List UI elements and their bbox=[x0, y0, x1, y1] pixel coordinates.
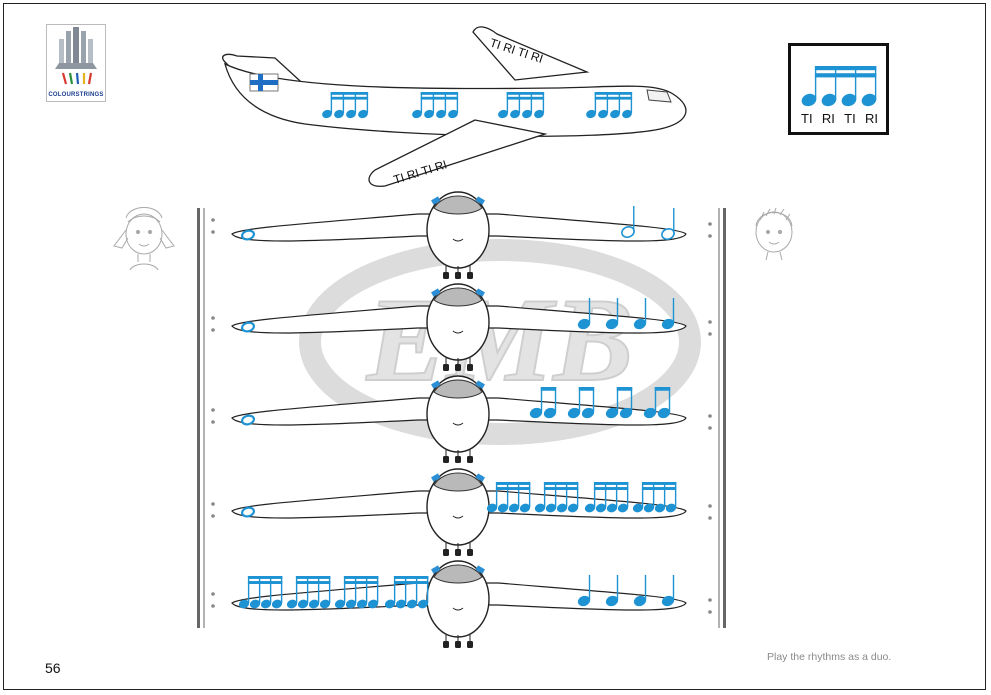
sixteenth-note-group bbox=[238, 576, 283, 609]
airplane-windshield bbox=[433, 379, 483, 399]
boy-face-icon bbox=[755, 207, 793, 261]
quarter-note bbox=[633, 298, 647, 330]
eighth-note-pair bbox=[605, 387, 633, 419]
half-note bbox=[661, 208, 675, 240]
sixteenth-note-group bbox=[534, 482, 579, 513]
sixteenth-note-group bbox=[286, 576, 331, 609]
page-frame bbox=[3, 3, 986, 690]
airplane-wheel bbox=[455, 641, 461, 648]
sixteenth-note-group bbox=[334, 576, 379, 609]
airplane-wheel bbox=[455, 272, 461, 279]
colourstrings-logo: COLOURSTRINGS bbox=[46, 24, 106, 102]
airplane-wheel bbox=[455, 456, 461, 463]
eighth-note-pair bbox=[567, 387, 595, 419]
sixteenth-note-group bbox=[486, 482, 531, 513]
airplane-wheel bbox=[443, 641, 449, 648]
airplane-wheel bbox=[443, 456, 449, 463]
whole-note bbox=[241, 414, 255, 426]
airplane-wheel bbox=[467, 456, 473, 463]
quarter-note bbox=[605, 298, 619, 330]
eighth-note-pair bbox=[643, 387, 671, 419]
sixteenth-note-group bbox=[586, 92, 633, 119]
whole-note bbox=[241, 229, 255, 241]
girl-face-icon bbox=[113, 207, 175, 271]
half-note bbox=[621, 206, 635, 238]
sixteenth-note-group bbox=[584, 482, 629, 513]
quarter-note bbox=[633, 575, 647, 607]
whole-note bbox=[241, 321, 255, 333]
airplane-windshield bbox=[433, 472, 483, 492]
rhythm-legend-box: TI RI TI RI bbox=[788, 43, 889, 135]
quarter-note bbox=[661, 575, 675, 607]
right-repeat-barline bbox=[708, 208, 726, 628]
airplane-wheel bbox=[443, 549, 449, 556]
big-airplane: TI RI TI RI TI RI TI RI bbox=[222, 26, 687, 187]
small-airplane bbox=[231, 375, 687, 463]
airplane-wheel bbox=[443, 272, 449, 279]
airplane-wheel bbox=[467, 364, 473, 371]
legend-sixteenth-notes bbox=[801, 66, 877, 107]
logo-graphic bbox=[55, 27, 97, 85]
left-repeat-barline bbox=[197, 208, 215, 628]
sixteenth-note-group bbox=[412, 92, 459, 119]
legend-syllable: TI bbox=[801, 111, 813, 126]
legend-syllable: RI bbox=[821, 111, 835, 126]
logo-label: COLOURSTRINGS bbox=[48, 92, 104, 98]
whole-note bbox=[241, 506, 255, 518]
airplane-wheel bbox=[455, 549, 461, 556]
legend-syllable: TI bbox=[844, 111, 856, 126]
legend-syllables: TI RI TI RI bbox=[801, 111, 878, 126]
finnish-flag-icon bbox=[249, 73, 279, 92]
sixteenth-note-group bbox=[322, 92, 369, 119]
small-airplane bbox=[231, 283, 687, 371]
small-airplane bbox=[231, 191, 687, 279]
quarter-note bbox=[605, 575, 619, 607]
airplane-wheel bbox=[455, 364, 461, 371]
airplane-wheel bbox=[467, 272, 473, 279]
sixteenth-note-group bbox=[498, 92, 545, 119]
airplane-windshield bbox=[433, 195, 483, 215]
quarter-note bbox=[661, 298, 675, 330]
small-airplane bbox=[231, 560, 687, 648]
emb-watermark: EMB bbox=[299, 239, 701, 445]
big-plane-sixteenth-notes bbox=[322, 92, 633, 119]
airplane-wheel bbox=[467, 641, 473, 648]
eighth-note-pair bbox=[529, 387, 557, 419]
sixteenth-note-group bbox=[632, 482, 677, 513]
airplane-wheel bbox=[467, 549, 473, 556]
legend-syllable: RI bbox=[864, 111, 878, 126]
airplane-windshield bbox=[433, 564, 483, 584]
sixteenth-note-group bbox=[384, 576, 429, 609]
sixteenth-note-group bbox=[801, 66, 877, 107]
quarter-note bbox=[577, 298, 591, 330]
airplane-wheel bbox=[443, 364, 449, 371]
instruction-caption: Play the rhythms as a duo. bbox=[767, 651, 892, 663]
airplane-windshield bbox=[433, 287, 483, 307]
quarter-note bbox=[577, 575, 591, 607]
page-number: 56 bbox=[45, 660, 61, 676]
watermark-text: EMB bbox=[366, 273, 634, 406]
